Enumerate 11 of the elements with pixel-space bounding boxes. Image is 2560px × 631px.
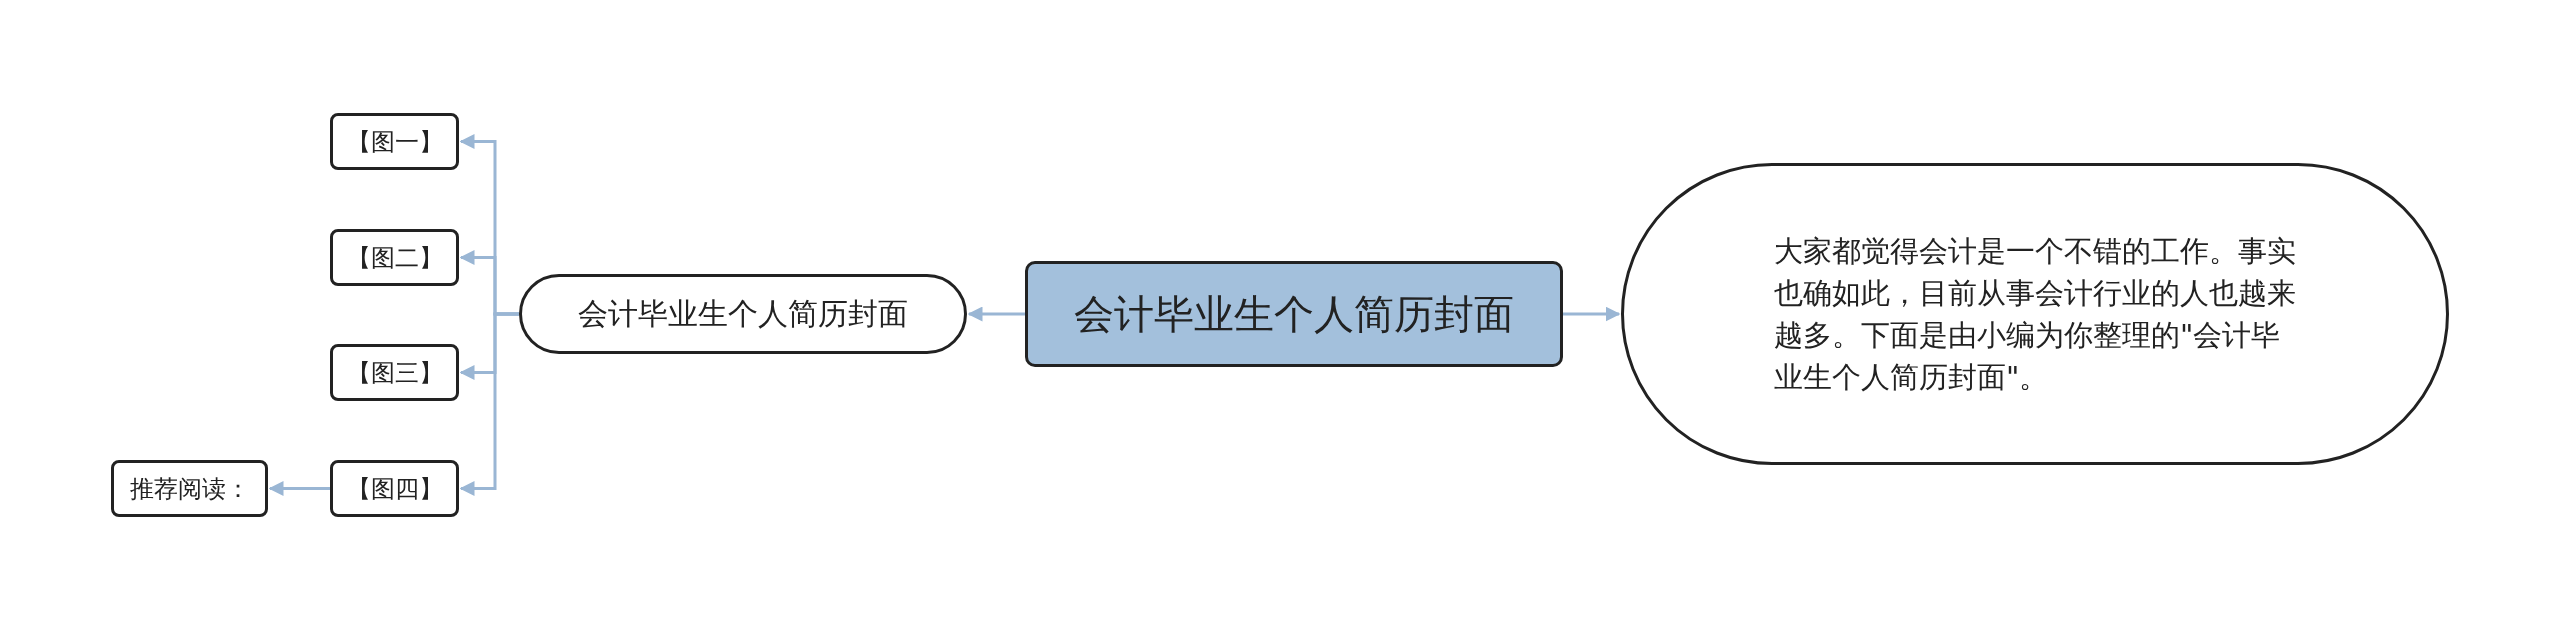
subtopic-box: 【图三】 (330, 344, 459, 401)
subtopic-box: 【图二】 (330, 229, 459, 286)
arrow (268, 481, 330, 496)
arrow (967, 306, 1025, 322)
subtopic-box: 【图一】 (330, 113, 459, 170)
subtopic-box: 【图四】 (330, 460, 459, 517)
arrow (459, 312, 519, 496)
central-topic-box: 会计毕业生个人简历封面 (1025, 261, 1563, 367)
arrow (1563, 306, 1621, 322)
topic-box: 会计毕业生个人简历封面 (519, 274, 967, 354)
subtopic-box: 推荐阅读： (111, 460, 268, 517)
